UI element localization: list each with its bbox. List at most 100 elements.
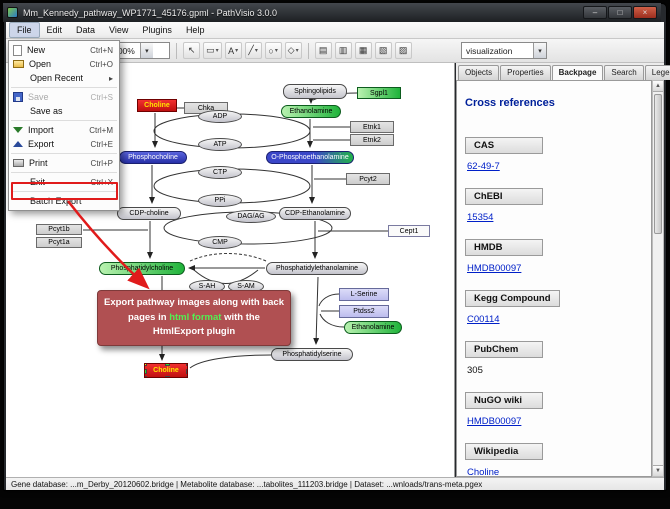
zoom-combobox[interactable]: 100% ▾ (108, 42, 171, 59)
distribute-horizontal-icon[interactable]: ▧ (374, 42, 392, 59)
node-label: Sgpl1 (370, 89, 388, 97)
node-sphingolipids[interactable]: Sphingolipids (283, 84, 347, 99)
xref-source-header: PubChem (465, 341, 543, 358)
tab-search[interactable]: Search (604, 65, 644, 80)
node-cept1[interactable]: Cept1 (388, 225, 430, 237)
shape-tool-icon[interactable]: ○▾ (264, 42, 282, 59)
menu-item-shortcut: Ctrl+P (90, 158, 113, 168)
xref-source-header: HMDB (465, 239, 543, 256)
connector-tool-icon[interactable]: ◇▾ (284, 42, 302, 59)
node-label: Choline (153, 367, 179, 374)
node-label: CTP (213, 169, 227, 176)
xref-id-link[interactable]: 62-49-7 (467, 161, 500, 172)
node-cdp-choline[interactable]: CDP-choline (117, 207, 181, 220)
close-button[interactable]: × (633, 6, 657, 19)
node-ethanolamine-right[interactable]: Ethanolamine (344, 321, 402, 334)
node-phosphocholine[interactable]: Phosphocholine (119, 151, 187, 164)
node-label: CDP-choline (129, 210, 169, 217)
node-ptdss2[interactable]: Ptdss2 (339, 305, 389, 318)
node-ctp[interactable]: CTP (198, 166, 242, 179)
menu-item-label: Batch Export (30, 196, 82, 206)
title-bar[interactable]: Mm_Kennedy_pathway_WP1771_45176.gpml - P… (3, 3, 661, 22)
chevron-down-icon: ▾ (215, 48, 219, 54)
menu-plugins[interactable]: Plugins (142, 25, 172, 35)
node-etnk2[interactable]: Etnk2 (350, 134, 394, 146)
maximize-button[interactable]: □ (608, 6, 632, 19)
line-tool-icon[interactable]: ╱▾ (244, 42, 262, 59)
node-cmp[interactable]: CMP (198, 236, 242, 249)
file-menu-item-open-recent[interactable]: Open Recent▸ (9, 71, 119, 85)
file-menu-item-batch-export[interactable]: Batch Export (9, 194, 119, 208)
scrollbar-thumb[interactable] (654, 94, 662, 234)
node-pcyt1a[interactable]: Pcyt1a (36, 237, 82, 248)
node-phosphatidylethanolamine[interactable]: Phosphatidylethanolamine (266, 262, 368, 275)
tab-legend[interactable]: Legend (644, 65, 670, 80)
node-cdp-ethanolamine[interactable]: CDP-Ethanolamine (279, 207, 351, 220)
node-choline-top[interactable]: Choline (137, 99, 177, 112)
xref-id-link[interactable]: Choline (467, 467, 500, 477)
scroll-down-icon[interactable]: ▼ (653, 465, 663, 476)
node-phosphatidylserine[interactable]: Phosphatidylserine (271, 348, 353, 361)
chevron-down-icon[interactable]: ▾ (533, 43, 546, 58)
menu-edit[interactable]: Edit (46, 25, 63, 35)
node-label: ATP (213, 141, 227, 148)
align-center-icon[interactable]: ▥ (334, 42, 352, 59)
visualization-combobox[interactable]: visualization ▾ (461, 42, 547, 59)
node-pcyt2[interactable]: Pcyt2 (346, 173, 390, 185)
menu-data[interactable]: Data (76, 25, 96, 35)
selection-tool-icon[interactable]: ↖ (183, 42, 201, 59)
align-left-icon[interactable]: ▤ (314, 42, 332, 59)
node-pcyt1b[interactable]: Pcyt1b (36, 224, 82, 235)
node-label: Pcyt1b (48, 226, 70, 233)
node-sgpl1[interactable]: Sgpl1 (357, 87, 401, 99)
tab-objects[interactable]: Objects (458, 65, 500, 80)
tab-backpage[interactable]: Backpage (551, 65, 604, 80)
scroll-up-icon[interactable]: ▲ (653, 81, 663, 92)
menu-file[interactable]: File (9, 22, 40, 38)
selection-handle[interactable] (186, 364, 187, 366)
node-atp[interactable]: ATP (198, 138, 242, 151)
selection-handle[interactable] (145, 369, 147, 374)
distribute-vertical-icon[interactable]: ▨ (394, 42, 412, 59)
selection-handle[interactable] (164, 376, 170, 377)
node-ppi[interactable]: PPi (198, 194, 242, 207)
menu-view[interactable]: View (109, 25, 129, 35)
selection-handle[interactable] (145, 364, 147, 366)
node-ethanolamine-top[interactable]: Ethanolamine (281, 105, 341, 118)
datanode-tool-icon[interactable]: ▭▾ (203, 42, 222, 59)
xref-source-header: Kegg Compound (465, 290, 560, 307)
node-phosphatidylcholine[interactable]: Phosphatidylcholine (99, 262, 185, 275)
selection-handle[interactable] (186, 376, 187, 377)
chevron-down-icon[interactable]: ▾ (139, 43, 153, 58)
node-label: Pcyt2 (359, 175, 377, 183)
selection-handle[interactable] (145, 376, 147, 377)
label-tool-icon[interactable]: A▾ (224, 42, 242, 59)
file-menu-item-save-as[interactable]: Save as (9, 104, 119, 118)
selection-handle[interactable] (164, 364, 170, 366)
node-choline-selected[interactable]: Choline (144, 363, 188, 378)
xref-id-link[interactable]: HMDB00097 (467, 416, 522, 427)
tab-properties[interactable]: Properties (500, 65, 551, 80)
node-dag[interactable]: DAG/AG (226, 210, 276, 223)
node-o-phosphoethanolamine[interactable]: O-Phosphoethanolamine (266, 151, 354, 164)
minimize-button[interactable]: – (583, 6, 607, 19)
align-right-icon[interactable]: ▦ (354, 42, 372, 59)
xref-id-link[interactable]: 15354 (467, 212, 494, 223)
selection-handle[interactable] (186, 369, 187, 374)
side-panel-scrollbar[interactable]: ▲ ▼ (652, 80, 664, 477)
xref-id-link[interactable]: HMDB00097 (467, 263, 522, 274)
menu-help[interactable]: Help (185, 25, 205, 35)
xref-id-link[interactable]: C00114 (467, 314, 500, 325)
node-l-serine[interactable]: L-Serine (339, 288, 389, 301)
node-adp[interactable]: ADP (198, 110, 242, 123)
node-etnk1[interactable]: Etnk1 (350, 121, 394, 133)
